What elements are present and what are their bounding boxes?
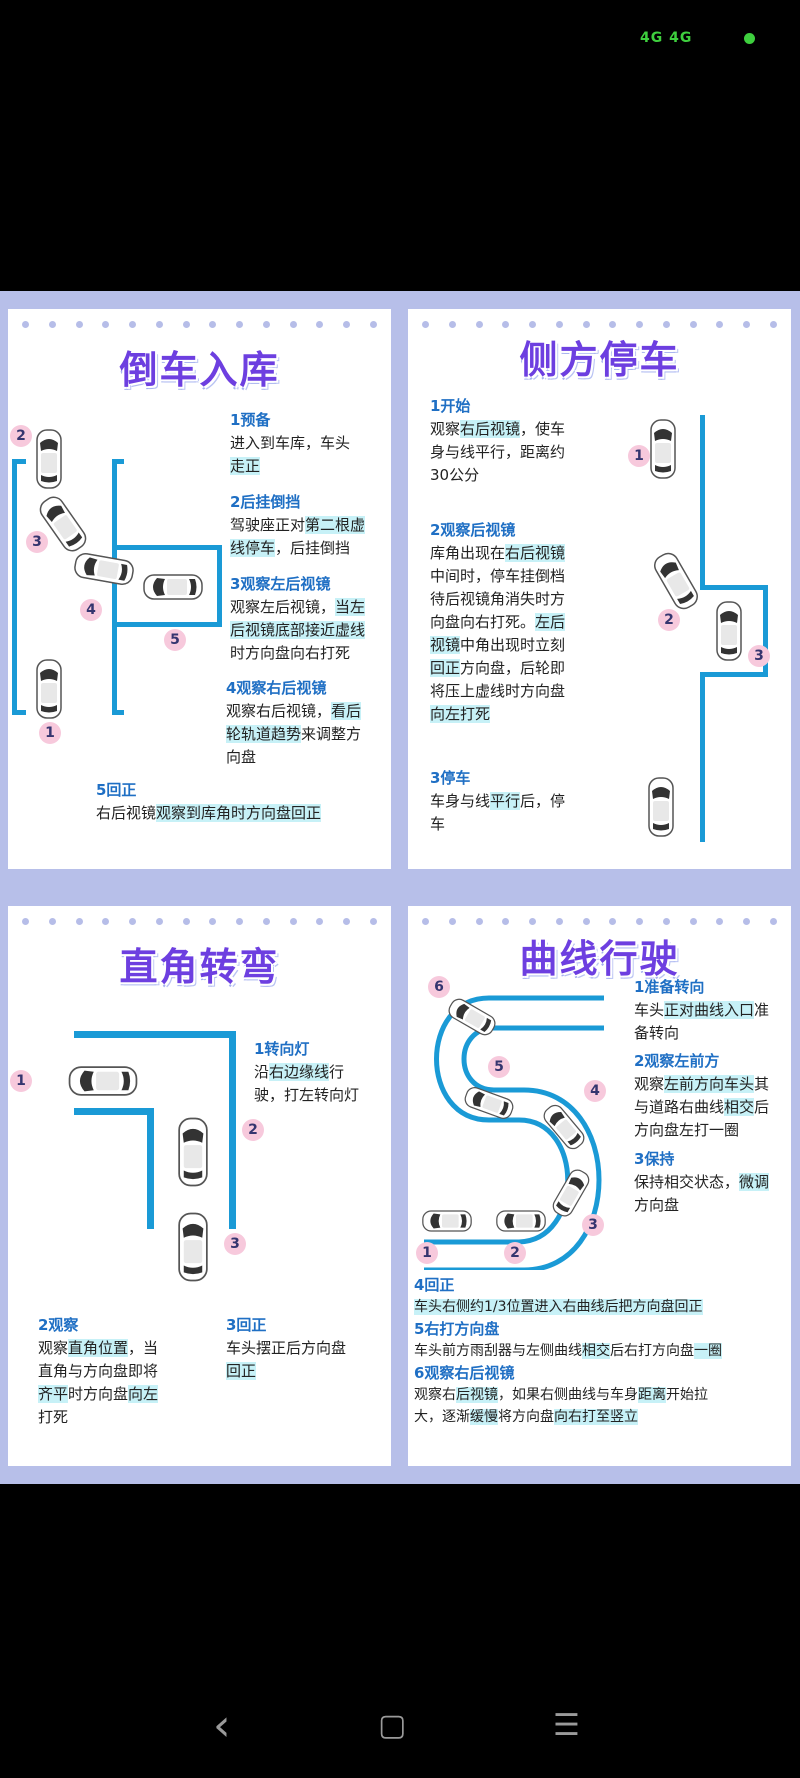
step-1: 1开始 观察右后视镜，使车 身与线平行，距离约 30公分	[430, 397, 566, 484]
step-number: 3	[582, 1214, 604, 1236]
step-1: 1预备 进入到车库，车头 走正	[230, 411, 351, 475]
car-icon	[68, 1066, 138, 1096]
car-icon	[72, 551, 136, 587]
status-dot	[744, 33, 755, 44]
step-number: 2	[242, 1119, 264, 1141]
step-number: 5	[164, 629, 186, 651]
binder-holes	[22, 918, 377, 928]
step-5: 5回正 右后视镜观察到库角时方向盘回正	[96, 781, 322, 822]
binder-holes	[22, 321, 377, 331]
road-line	[147, 1108, 154, 1229]
garage-line	[217, 545, 222, 627]
card-title: 直角转弯	[119, 945, 280, 989]
step-number: 1	[39, 722, 61, 744]
card-curve-driving: 曲线行驶 6 5 4 3 1 2 1准备转向 车头正对曲线入口准 备转向 2观察…	[408, 906, 791, 1466]
lot-line	[112, 459, 117, 715]
step-3: 3回正 车头摆正后方向盘 回正	[226, 1316, 347, 1380]
step-2: 2观察 观察直角位置，当 直角与方向盘即将 齐平时方向盘向左 打死	[38, 1316, 159, 1426]
road-line	[700, 672, 705, 842]
road-line	[700, 672, 768, 677]
lot-line	[12, 459, 26, 464]
road-line	[229, 1031, 236, 1229]
back-icon[interactable]: ‹	[213, 1700, 231, 1751]
step-number: 2	[504, 1242, 526, 1264]
lot-line	[12, 710, 26, 715]
step-number: 3	[748, 645, 770, 667]
step-1: 1转向灯 沿右边缘线行 驶，打左转向灯	[254, 1040, 360, 1104]
step-4: 4观察右后视镜 观察右后视镜，看后 轮轨道趋势来调整方 向盘	[226, 679, 362, 766]
car-icon	[36, 659, 62, 719]
step-3: 3停车 车身与线平行后，停 车	[430, 769, 566, 833]
car-icon	[422, 1210, 472, 1232]
status-bar: 4G 4G	[0, 0, 800, 80]
card-right-angle-turn: 直角转弯 1 2 3 1转向灯 沿右边缘线行 驶，打左转向灯 2观察 观察直角位…	[8, 906, 391, 1466]
step-number: 5	[488, 1056, 510, 1078]
card-title: 侧方停车	[519, 338, 680, 382]
car-icon	[178, 1116, 208, 1188]
car-icon	[650, 419, 676, 479]
garage-line	[112, 622, 222, 627]
car-icon	[716, 601, 742, 661]
step-number: 1	[10, 1070, 32, 1092]
step-number: 6	[428, 976, 450, 998]
binder-holes	[422, 321, 777, 331]
lot-line	[12, 459, 17, 715]
car-icon	[143, 574, 203, 600]
menu-icon[interactable]: ☰	[553, 1708, 580, 1743]
lot-line	[112, 459, 124, 464]
road-line	[74, 1108, 154, 1115]
car-icon	[36, 429, 62, 489]
step-2: 2观察左前方 观察左前方向车头其 与道路右曲线相交后 方向盘左打一圈	[634, 1052, 770, 1139]
car-icon	[648, 777, 674, 837]
s-curve-road	[424, 995, 604, 1270]
step-number: 2	[10, 425, 32, 447]
car-icon	[650, 549, 703, 614]
garage-line	[112, 545, 222, 550]
step-4: 4回正 车头右侧约1/3位置进入右曲线后把方向盘回正 5右打方向盘 车头前方雨刮…	[414, 1276, 722, 1425]
step-2: 2后挂倒挡 驾驶座正对第二根虚 线停车，后挂倒挡	[230, 493, 366, 557]
card-title: 曲线行驶	[519, 937, 680, 981]
step-number: 4	[584, 1080, 606, 1102]
road-line	[700, 585, 768, 590]
step-number: 2	[658, 609, 680, 631]
content-sheet: 倒车入库 2 3 4 5 1 1预备 进入到车库，车头 走正 2后挂倒挡 驾驶座…	[0, 291, 800, 1484]
binder-holes	[422, 918, 777, 928]
road-line	[700, 415, 705, 590]
step-number: 1	[416, 1242, 438, 1264]
card-reverse-parking: 倒车入库 2 3 4 5 1 1预备 进入到车库，车头 走正 2后挂倒挡 驾驶座…	[8, 309, 391, 869]
step-number: 3	[224, 1233, 246, 1255]
home-icon[interactable]: ▢	[378, 1708, 407, 1743]
signal-icon: 4G 4G	[640, 30, 693, 46]
step-number: 3	[26, 531, 48, 553]
step-number: 1	[628, 445, 650, 467]
step-2: 2观察后视镜 库角出现在右后视镜 中间时，停车挂倒档 待后视镜角消失时方 向盘向…	[430, 521, 566, 723]
card-parallel-parking: 侧方停车 1 2 3 1开始 观察右后视镜，使车 身与线平行，距离约 30公分 …	[408, 309, 791, 869]
step-1: 1准备转向 车头正对曲线入口准 备转向	[634, 978, 770, 1042]
step-3: 3保持 保持相交状态，微调 方向盘	[634, 1150, 770, 1214]
step-3: 3观察左后视镜 观察左后视镜，当左 后视镜底部接近虚线 时方向盘向右打死	[230, 575, 366, 662]
step-number: 4	[80, 599, 102, 621]
road-line	[74, 1031, 236, 1038]
road-line	[763, 585, 768, 677]
lot-line	[112, 710, 124, 715]
car-icon	[496, 1210, 546, 1232]
card-title: 倒车入库	[119, 348, 280, 392]
car-icon	[178, 1211, 208, 1283]
